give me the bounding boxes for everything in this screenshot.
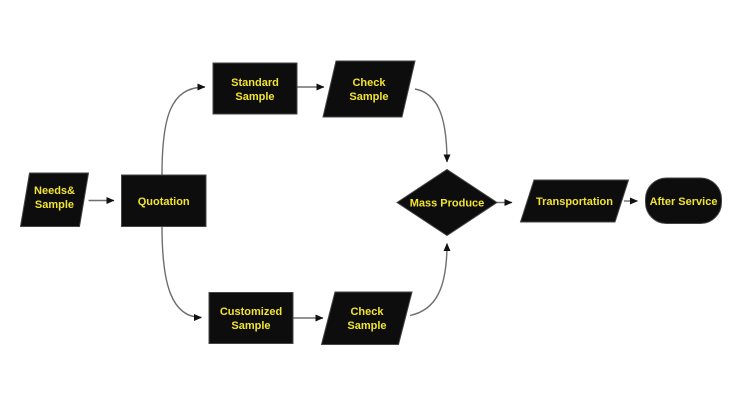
node-check-sample-top: Check Sample <box>322 60 416 118</box>
customized-sample-rectangle <box>208 292 294 344</box>
standard-sample-label-line1: Standard <box>231 77 279 89</box>
connector-check-sample-bottom-to-mass-produce <box>409 243 451 317</box>
node-after-service: After Service <box>645 177 722 224</box>
mass-produce-diamond <box>396 168 498 237</box>
transportation-parallelogram <box>519 179 630 223</box>
mass-produce-label: Mass Produce <box>410 198 485 210</box>
customized-sample-label-line1: Customized <box>220 306 282 318</box>
check-sample-bottom-parallelogram <box>320 291 413 345</box>
connector-check-sample-top-to-mass-produce <box>414 88 451 163</box>
node-mass-produce: Mass Produce <box>396 168 498 237</box>
quotation-label: Quotation <box>138 196 190 208</box>
standard-sample-label-line2: Sample <box>235 91 274 103</box>
after-service-label: After Service <box>650 196 718 208</box>
node-check-sample-bottom: Check Sample <box>320 291 413 345</box>
after-service-rounded-rectangle <box>645 177 722 224</box>
check-sample-top-label-line1: Check <box>352 77 386 89</box>
connector-quotation-to-standard-sample <box>161 83 206 176</box>
check-sample-top-label-line2: Sample <box>349 91 388 103</box>
node-customized-sample: Customized Sample <box>208 292 294 344</box>
needs-sample-parallelogram <box>19 172 90 227</box>
check-sample-bottom-label-line2: Sample <box>347 320 386 332</box>
needs-sample-label-line1: Needs& <box>34 185 75 197</box>
connector-quotation-to-customized-sample <box>161 226 202 321</box>
needs-sample-label-line2: Sample <box>35 199 74 211</box>
check-sample-top-parallelogram <box>322 60 416 118</box>
check-sample-bottom-label-line1: Check <box>350 306 384 318</box>
node-standard-sample: Standard Sample <box>212 62 298 115</box>
standard-sample-rectangle <box>212 62 298 115</box>
quotation-rectangle <box>121 174 207 227</box>
node-needs-sample: Needs& Sample <box>19 172 90 227</box>
customized-sample-label-line2: Sample <box>231 320 270 332</box>
node-quotation: Quotation <box>121 174 207 227</box>
node-transportation: Transportation <box>519 179 630 223</box>
connectors <box>88 83 638 322</box>
transportation-label: Transportation <box>536 196 613 208</box>
